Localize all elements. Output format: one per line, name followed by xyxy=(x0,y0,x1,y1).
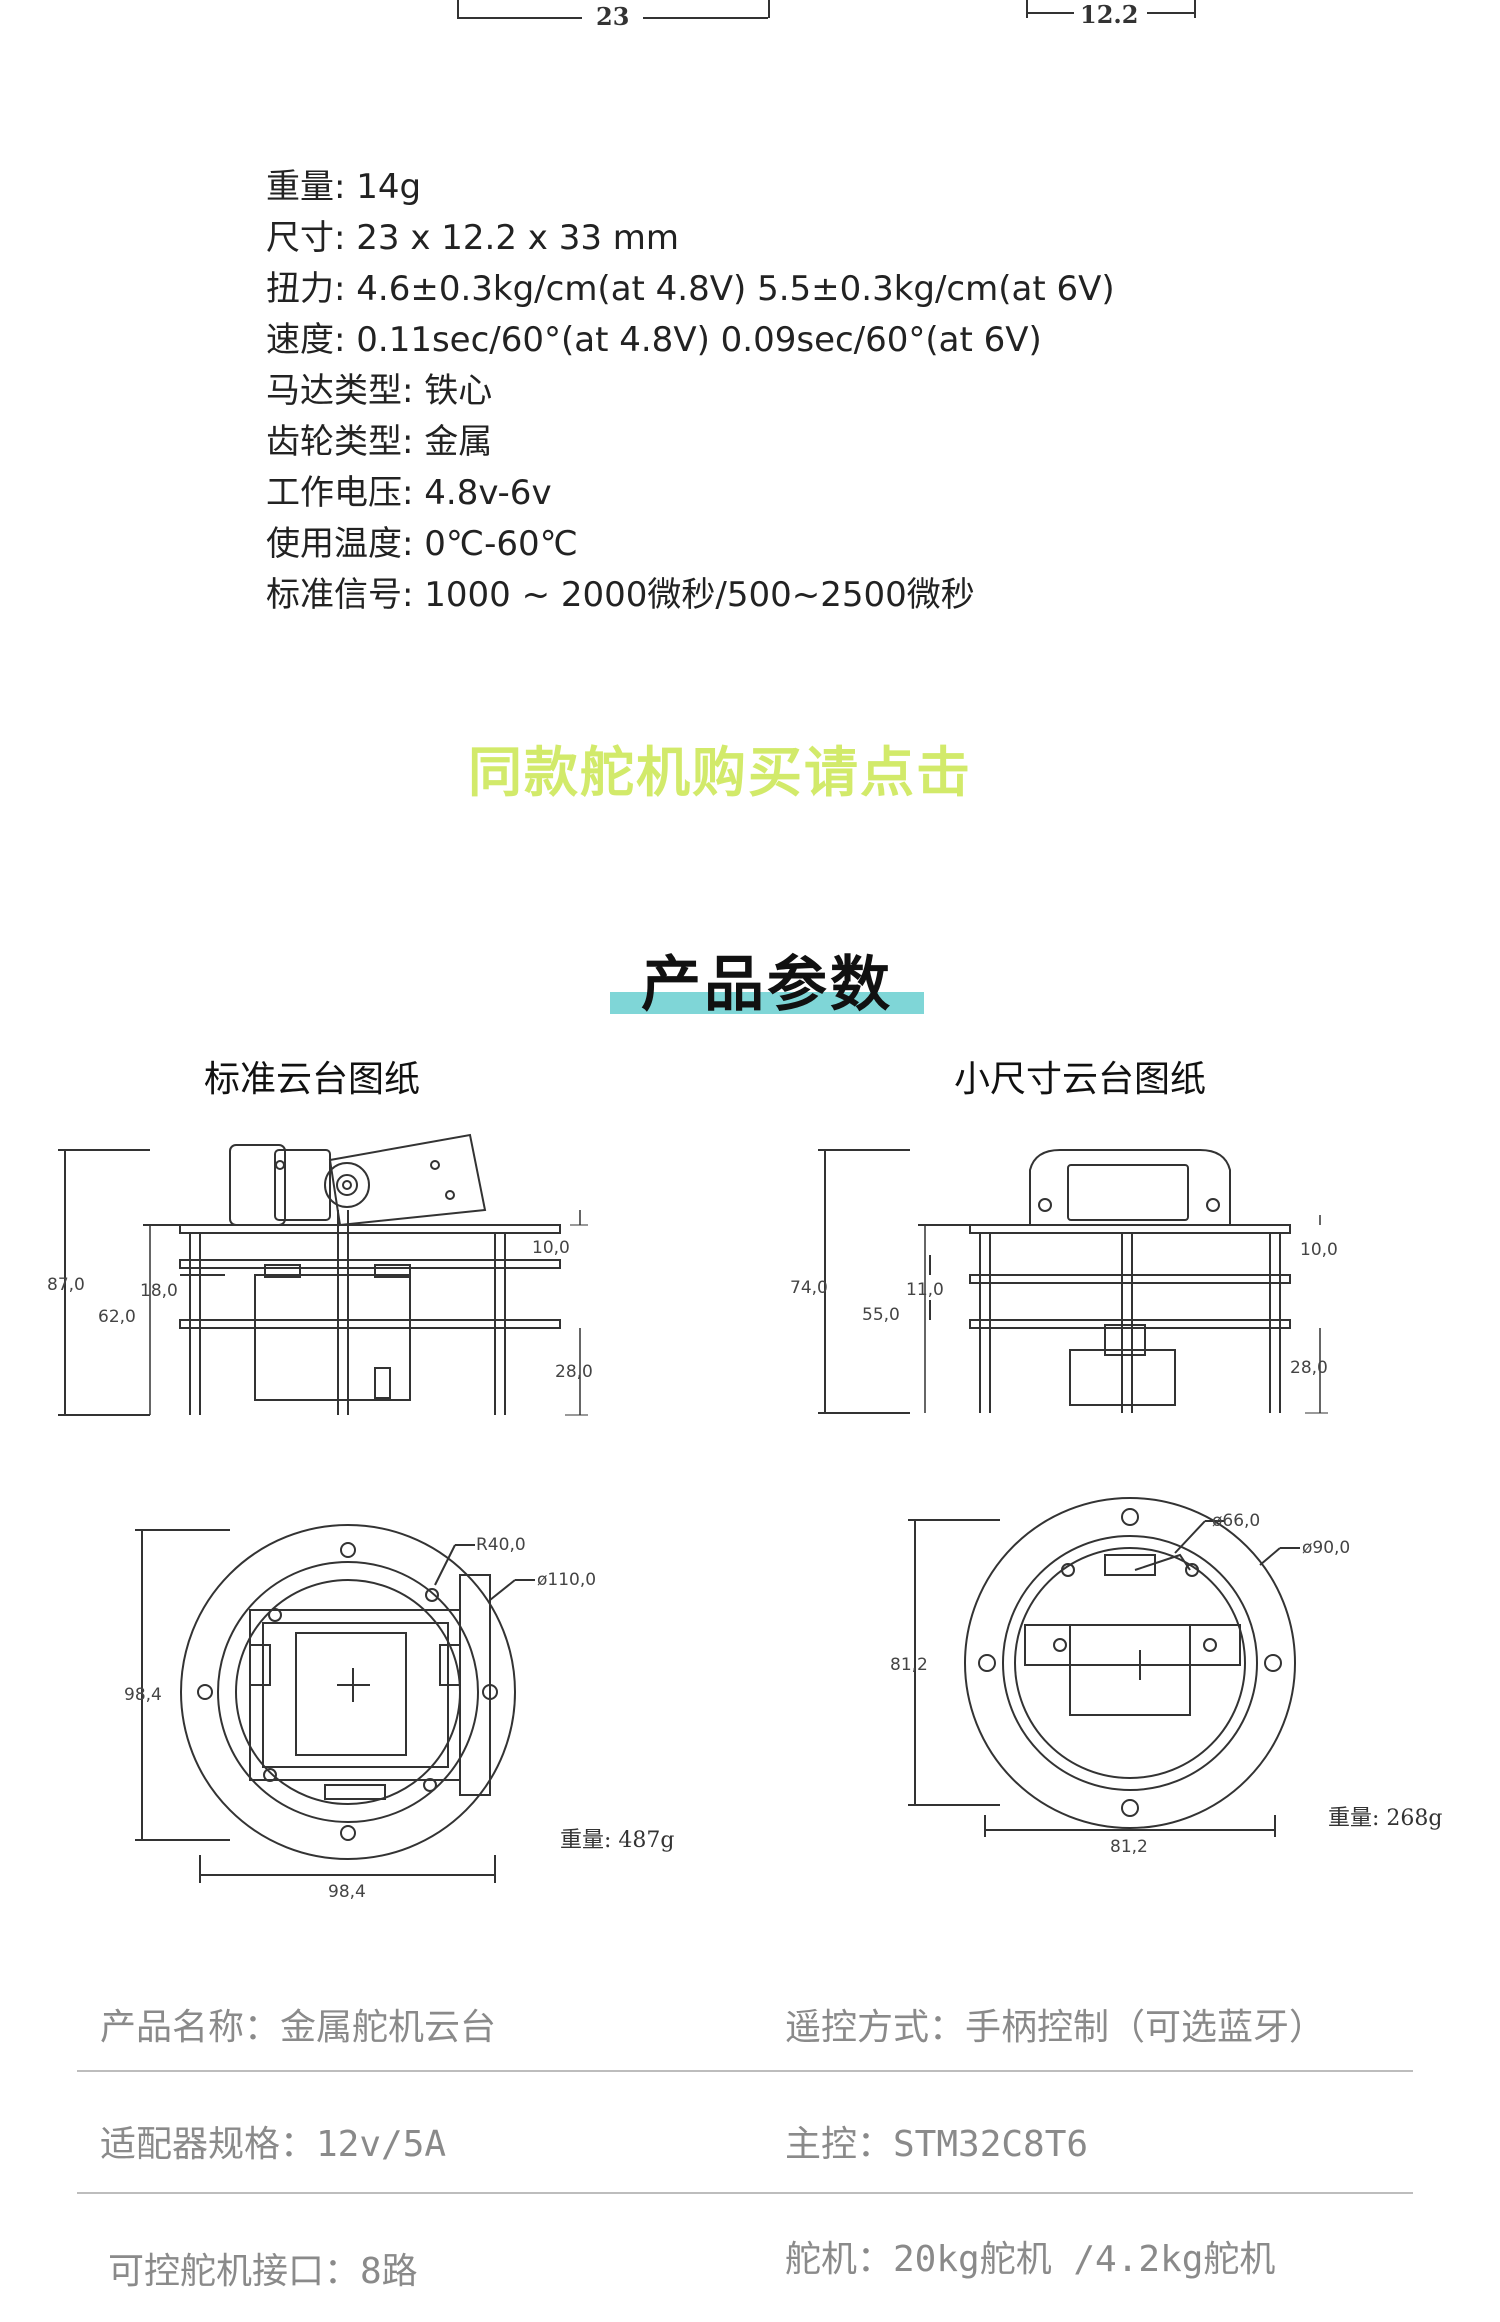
spec-torque: 扭力: 4.6±0.3kg/cm(at 4.8V) 5.5±0.3kg/cm(a… xyxy=(266,269,1115,309)
small-top-view: ø66,0 ø90,0 81,2 81,2 xyxy=(880,1485,1350,1857)
dim-tick xyxy=(457,0,459,18)
dim-small-side: 81,2 xyxy=(890,1655,928,1675)
param-mcu: 主控：STM32C8T6 xyxy=(785,2124,1089,2165)
dim-tick xyxy=(1026,0,1028,18)
dim-small-h-total: 74,0 xyxy=(790,1278,828,1298)
spec-signal: 标准信号: 1000 ~ 2000微秒/500~2500微秒 xyxy=(266,575,975,615)
small-weight: 重量: 268g xyxy=(1328,1806,1443,1831)
spec-gear-type: 齿轮类型: 金属 xyxy=(266,422,493,462)
standard-side-view: 87,0 62,0 18,0 10,0 28,0 xyxy=(40,1115,600,1425)
param-control-mode: 遥控方式：手柄控制（可选蓝牙） xyxy=(785,2007,1326,2048)
dim-standard-diameter: ø110,0 xyxy=(537,1570,596,1590)
dim-small-h-gap: 11,0 xyxy=(906,1280,944,1300)
dim-standard-side: 98,4 xyxy=(124,1685,162,1705)
dim-standard-plate: 10,0 xyxy=(532,1238,570,1258)
dim-small-plate: 10,0 xyxy=(1300,1240,1338,1260)
dim-tick xyxy=(768,0,770,18)
param-product-name: 产品名称：金属舵机云台 xyxy=(100,2007,497,2048)
standard-top-view: R40,0 ø110,0 98,4 98,4 xyxy=(100,1505,680,1905)
row-divider xyxy=(77,2192,1413,2194)
param-servo-ports: 可控舵机接口：8路 xyxy=(108,2251,418,2292)
dim-tick xyxy=(1194,0,1196,18)
servo-spec-list: 重量: 14g 尺寸: 23 x 12.2 x 33 mm 扭力: 4.6±0.… xyxy=(266,162,1115,621)
spec-size: 尺寸: 23 x 12.2 x 33 mm xyxy=(266,218,680,258)
section-header: 产品参数 xyxy=(610,950,924,1020)
standard-weight: 重量: 487g xyxy=(560,1828,675,1853)
spec-motor-type: 马达类型: 铁心 xyxy=(266,371,493,411)
spec-temperature: 使用温度: 0℃-60℃ xyxy=(266,524,578,564)
dim-small-h-mid: 55,0 xyxy=(862,1305,900,1325)
dim-small-inner-diameter: ø66,0 xyxy=(1212,1511,1260,1531)
dim-line xyxy=(1026,12,1074,14)
section-title: 产品参数 xyxy=(641,950,893,1020)
standard-drawing-title: 标准云台图纸 xyxy=(204,1059,421,1100)
spec-speed: 速度: 0.11sec/60°(at 4.8V) 0.09sec/60°(at … xyxy=(266,320,1042,360)
dim-standard-h-gap: 18,0 xyxy=(140,1281,178,1301)
dim-width-label: 23 xyxy=(596,2,630,31)
buy-servo-link[interactable]: 同款舵机购买请点击 xyxy=(468,741,972,804)
small-side-view: 74,0 55,0 11,0 10,0 28,0 xyxy=(790,1115,1360,1425)
dim-standard-bottom-width: 98,4 xyxy=(328,1882,366,1902)
dim-line xyxy=(457,17,582,19)
dim-standard-h-total: 87,0 xyxy=(47,1275,85,1295)
dim-small-bottom: 28,0 xyxy=(1290,1358,1328,1378)
dim-line xyxy=(643,17,768,19)
dim-standard-h-mid: 62,0 xyxy=(98,1307,136,1327)
dim-standard-bottom: 28,0 xyxy=(555,1362,593,1382)
dim-line xyxy=(1147,12,1195,14)
row-divider xyxy=(77,2070,1413,2072)
dim-depth-label: 12.2 xyxy=(1080,0,1139,29)
small-drawing-title: 小尺寸云台图纸 xyxy=(954,1059,1207,1100)
spec-weight: 重量: 14g xyxy=(266,167,422,207)
dim-standard-radius: R40,0 xyxy=(476,1535,526,1555)
title-highlight-bar xyxy=(610,992,924,1014)
spec-voltage: 工作电压: 4.8v-6v xyxy=(266,473,552,513)
param-servo-type: 舵机：20kg舵机 /4.2kg舵机 xyxy=(785,2239,1276,2280)
dim-small-outer-diameter: ø90,0 xyxy=(1302,1538,1350,1558)
dim-small-bottom-width: 81,2 xyxy=(1110,1837,1148,1857)
param-adapter: 适配器规格：12v/5A xyxy=(100,2124,447,2165)
